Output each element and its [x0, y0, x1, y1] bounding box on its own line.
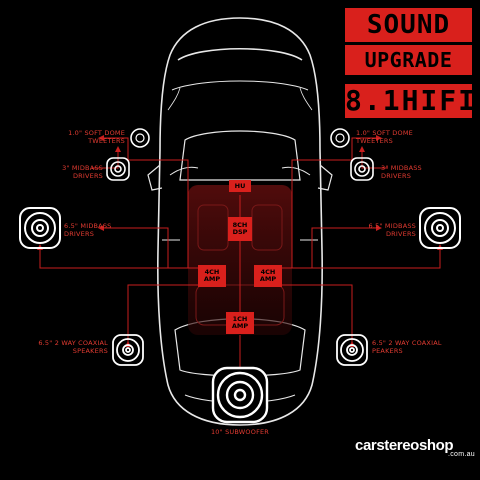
left-tweeters-label: 1.0" SOFT DOME TWEETERS	[68, 129, 125, 145]
car-outline	[147, 17, 333, 426]
subwoofer-icon	[211, 366, 269, 424]
title-upgrade: UPGRADE	[345, 45, 472, 75]
right-midbass3-label: 3" MIDBASS DRIVERS	[381, 164, 422, 180]
right-midbass65-label: 6.5" MIDBASS DRIVERS	[368, 222, 416, 238]
midbass65-left-icon	[19, 207, 61, 249]
brand-name: carstereoshop	[355, 437, 454, 454]
left-midbass65-label: 6.5" MIDBASS DRIVERS	[64, 222, 112, 238]
dsp-box	[228, 217, 252, 241]
right-tweeters-label: 1.0" SOFT DOME TWEETERS	[356, 129, 413, 145]
hu-box	[229, 180, 251, 192]
amp-right-box	[254, 265, 282, 287]
tweeter-right-icon	[330, 128, 350, 148]
amp-left-label: 4CH AMP	[203, 268, 221, 283]
speaker-icons	[19, 128, 461, 424]
midbass3-left-icon	[106, 157, 130, 181]
tweeter-left-icon	[130, 128, 150, 148]
left-midbass3-label: 3" MIDBASS DRIVERS	[62, 164, 103, 180]
title-sound: SOUND	[345, 8, 472, 42]
midbass65-right-icon	[419, 207, 461, 249]
midbass3-right-icon	[350, 157, 374, 181]
amp-right-label: 4CH AMP	[259, 268, 277, 283]
hu-label: HU	[234, 182, 246, 190]
dsp-label: 8CH DSP	[232, 221, 248, 236]
amp-sub-box	[226, 312, 254, 334]
amp-left-box	[198, 265, 226, 287]
brand-domain: .com.au	[448, 451, 475, 458]
left-coaxial-label: 6.5" 2 WAY COAXIAL SPEAKERS	[38, 339, 108, 355]
amp-sub-label: 1CH AMP	[231, 315, 249, 330]
component-boxes	[198, 180, 282, 334]
subwoofer-label: 10" SUBWOOFER	[210, 428, 270, 436]
brand-logo: carstereoshop .com.au	[355, 437, 475, 458]
coaxial-right-icon	[336, 334, 368, 366]
coaxial-left-icon	[112, 334, 144, 366]
right-coaxial-label: 6.5" 2 WAY COAXIAL PEAKERS	[372, 339, 442, 355]
title-hifi: 8.1HIFI	[345, 84, 478, 118]
